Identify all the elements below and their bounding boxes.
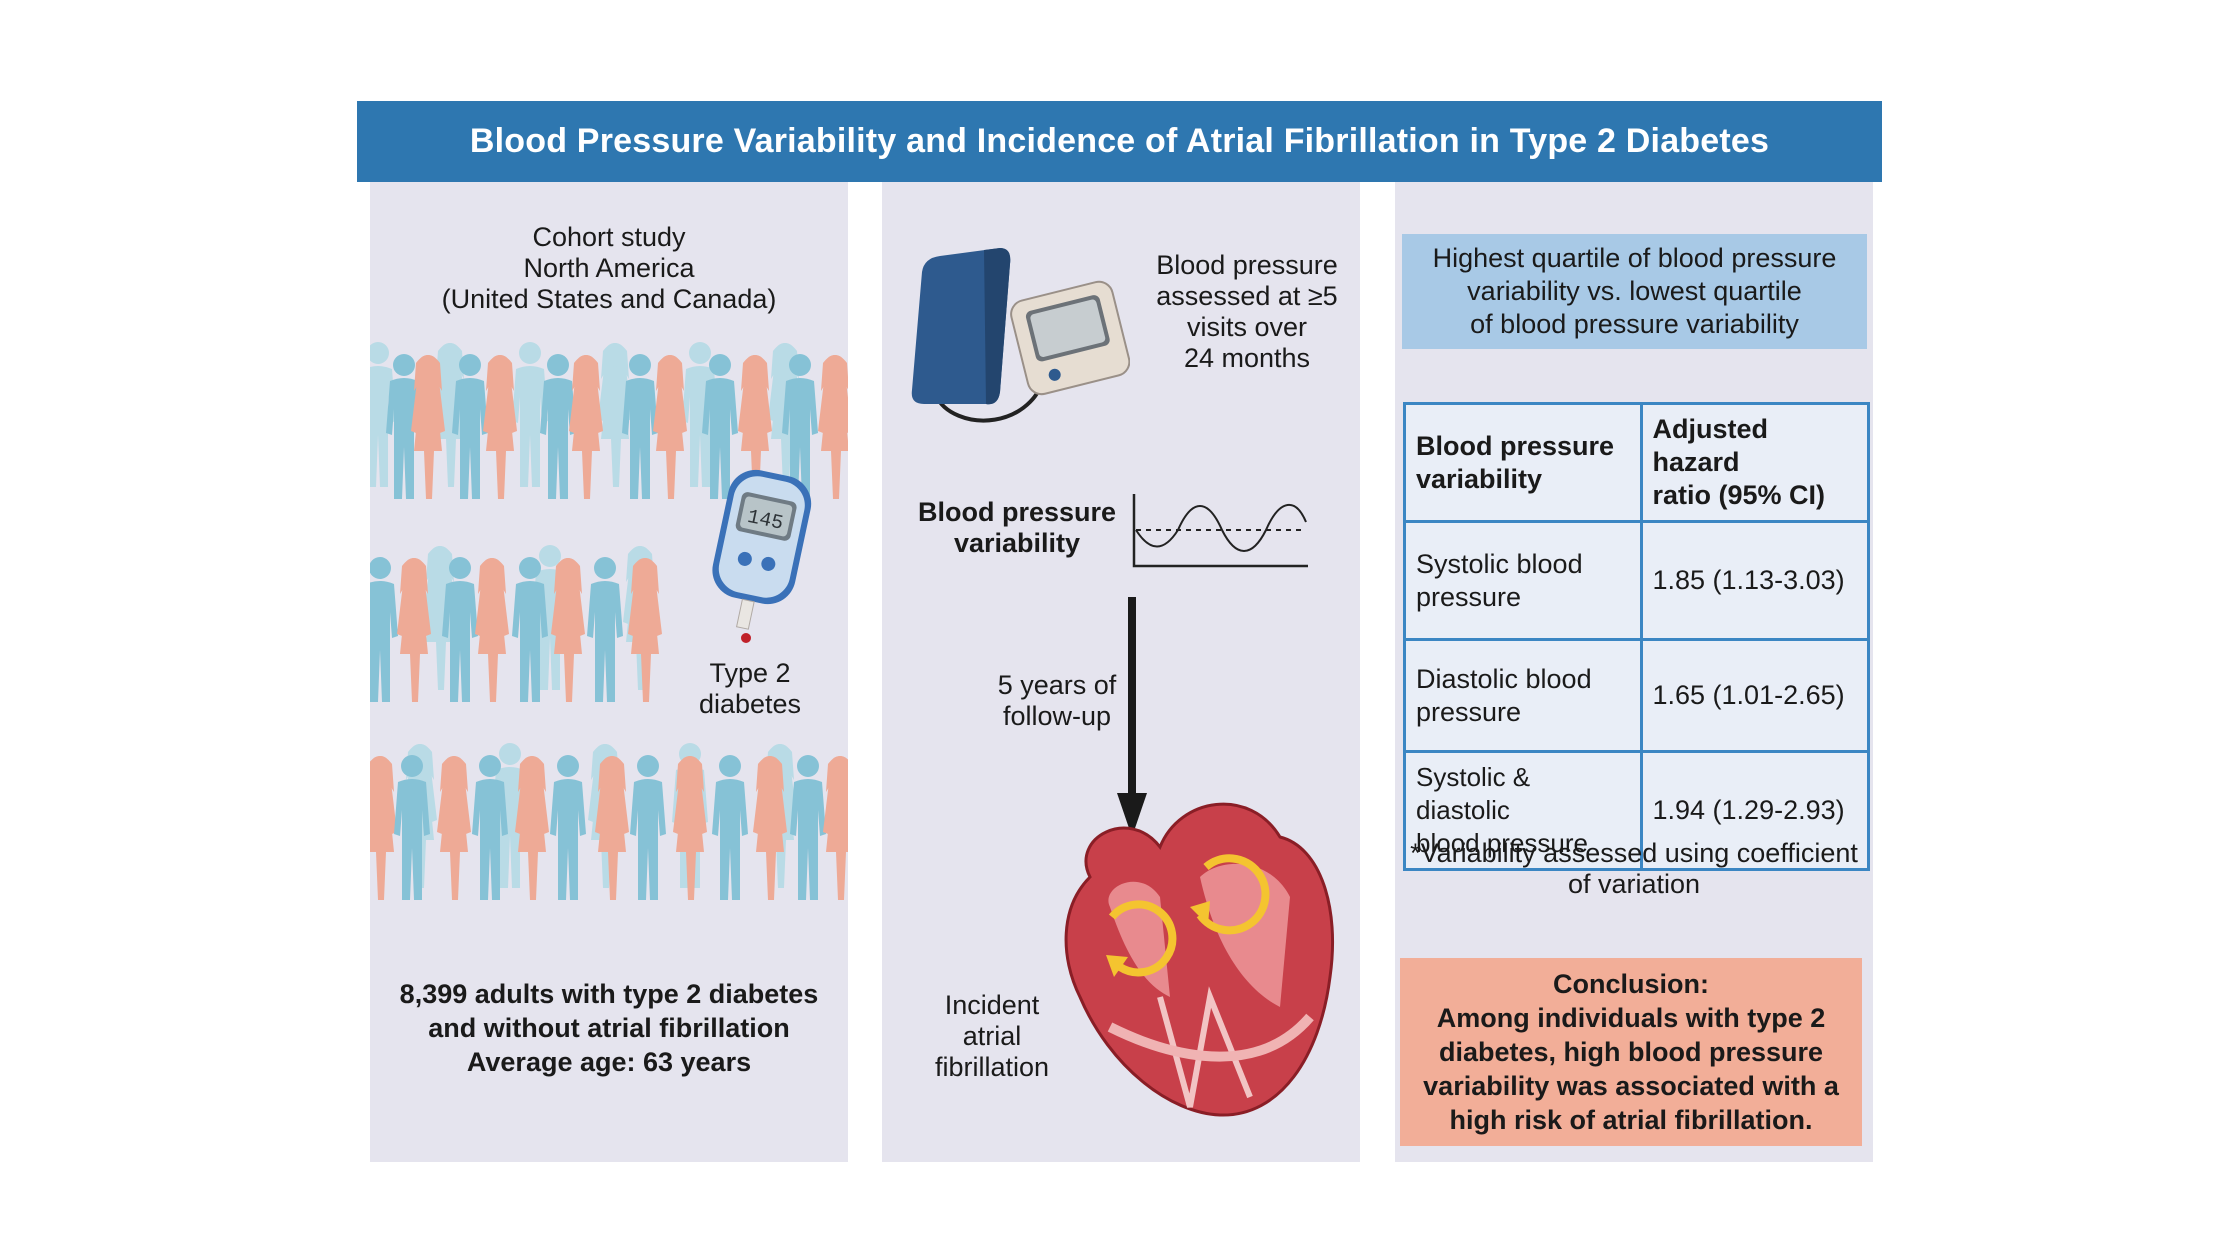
diabetes-line: Type 2 bbox=[709, 658, 791, 688]
row-label: Diastolic blood pressure bbox=[1403, 638, 1643, 753]
results-panel: Highest quartile of blood pressure varia… bbox=[1395, 182, 1873, 1162]
follow-up-label: 5 years of follow-up bbox=[952, 670, 1162, 732]
quartile-comparison-box: Highest quartile of blood pressure varia… bbox=[1402, 234, 1867, 349]
summary-line: Average age: 63 years bbox=[466, 1047, 752, 1077]
outcome-label: Incident atrial fibrillation bbox=[907, 990, 1077, 1083]
row-label: Systolic blood pressure bbox=[1403, 520, 1643, 641]
outcome-line: fibrillation bbox=[934, 1052, 1050, 1082]
population-summary: 8,399 adults with type 2 diabetes and wi… bbox=[370, 977, 848, 1079]
variability-label: Blood pressure variability bbox=[912, 497, 1122, 559]
conclusion-box: Conclusion: Among individuals with type … bbox=[1400, 958, 1862, 1146]
table-row: Systolic blood pressure 1.85 (1.13-3.03) bbox=[1403, 520, 1870, 641]
bp-line: 24 months bbox=[1183, 343, 1311, 373]
quartile-line: variability vs. lowest quartile bbox=[1467, 276, 1802, 306]
hazard-ratio-table: Blood pressure variability Adjusted haza… bbox=[1403, 402, 1870, 871]
population-panel: Cohort study North America (United State… bbox=[370, 182, 848, 1162]
bp-assessment-text: Blood pressure assessed at ≥5 visits ove… bbox=[1137, 250, 1357, 374]
row-value: 1.85 (1.13-3.03) bbox=[1639, 520, 1870, 641]
row-value: 1.94 (1.29-2.93) bbox=[1639, 750, 1870, 871]
footnote-line: *Variability assessed using coefficient bbox=[1410, 838, 1858, 868]
follow-up-line: follow-up bbox=[1002, 701, 1112, 731]
page-title: Blood Pressure Variability and Incidence… bbox=[469, 122, 1770, 160]
table-header-row: Blood pressure variability Adjusted haza… bbox=[1403, 402, 1870, 523]
diabetes-label: Type 2 diabetes bbox=[670, 658, 830, 720]
outcome-line: Incident bbox=[944, 990, 1040, 1020]
follow-up-arrow-icon bbox=[1117, 597, 1147, 837]
quartile-line: of blood pressure variability bbox=[1470, 309, 1799, 339]
study-line: Cohort study bbox=[532, 222, 686, 252]
glucometer-icon: 145 bbox=[706, 466, 818, 646]
conclusion-title: Conclusion: bbox=[1553, 969, 1709, 999]
summary-line: and without atrial fibrillation bbox=[428, 1013, 790, 1043]
variability-line: Blood pressure bbox=[917, 497, 1117, 527]
column-header-hazard-ratio: Adjusted hazard ratio (95% CI) bbox=[1639, 402, 1870, 523]
study-line: North America bbox=[523, 253, 695, 283]
table-row: Diastolic blood pressure 1.65 (1.01-2.65… bbox=[1403, 638, 1870, 753]
crowd-row-3 bbox=[370, 740, 848, 905]
follow-up-line: 5 years of bbox=[997, 670, 1117, 700]
heart-illustration-icon bbox=[1050, 797, 1350, 1127]
column-header-variability: Blood pressure variability bbox=[1403, 402, 1643, 523]
bp-line: visits over bbox=[1186, 312, 1308, 342]
row-label: Systolic & diastolic blood pressure bbox=[1403, 750, 1643, 871]
title-banner: Blood Pressure Variability and Incidence… bbox=[357, 101, 1882, 182]
bp-line: Blood pressure bbox=[1156, 250, 1338, 280]
methods-panel: Blood pressure assessed at ≥5 visits ove… bbox=[882, 182, 1360, 1162]
outcome-line: atrial bbox=[962, 1021, 1022, 1051]
blood-pressure-monitor-icon bbox=[900, 242, 1131, 432]
conclusion-line: variability was associated with a bbox=[1423, 1071, 1839, 1101]
quartile-line: Highest quartile of blood pressure bbox=[1432, 243, 1837, 273]
bp-line: assessed at ≥5 bbox=[1156, 281, 1338, 311]
diabetes-line: diabetes bbox=[698, 689, 802, 719]
footnote-line: of variation bbox=[1567, 869, 1701, 899]
conclusion-line: Among individuals with type 2 bbox=[1436, 1003, 1826, 1033]
table-row: Systolic & diastolic blood pressure 1.94… bbox=[1403, 750, 1870, 871]
variability-waveform-icon bbox=[1130, 492, 1310, 572]
study-description: Cohort study North America (United State… bbox=[370, 222, 848, 315]
people-illustration bbox=[370, 545, 662, 702]
study-line: (United States and Canada) bbox=[441, 284, 777, 314]
people-illustration bbox=[370, 743, 848, 900]
conclusion-line: diabetes, high blood pressure bbox=[1438, 1037, 1824, 1067]
footnote: *Variability assessed using coefficient … bbox=[1395, 838, 1873, 900]
variability-line: variability bbox=[953, 528, 1081, 558]
summary-line: 8,399 adults with type 2 diabetes bbox=[399, 979, 819, 1009]
conclusion-line: high risk of atrial fibrillation. bbox=[1449, 1105, 1813, 1135]
crowd-row-2 bbox=[370, 542, 690, 707]
row-value: 1.65 (1.01-2.65) bbox=[1639, 638, 1870, 753]
